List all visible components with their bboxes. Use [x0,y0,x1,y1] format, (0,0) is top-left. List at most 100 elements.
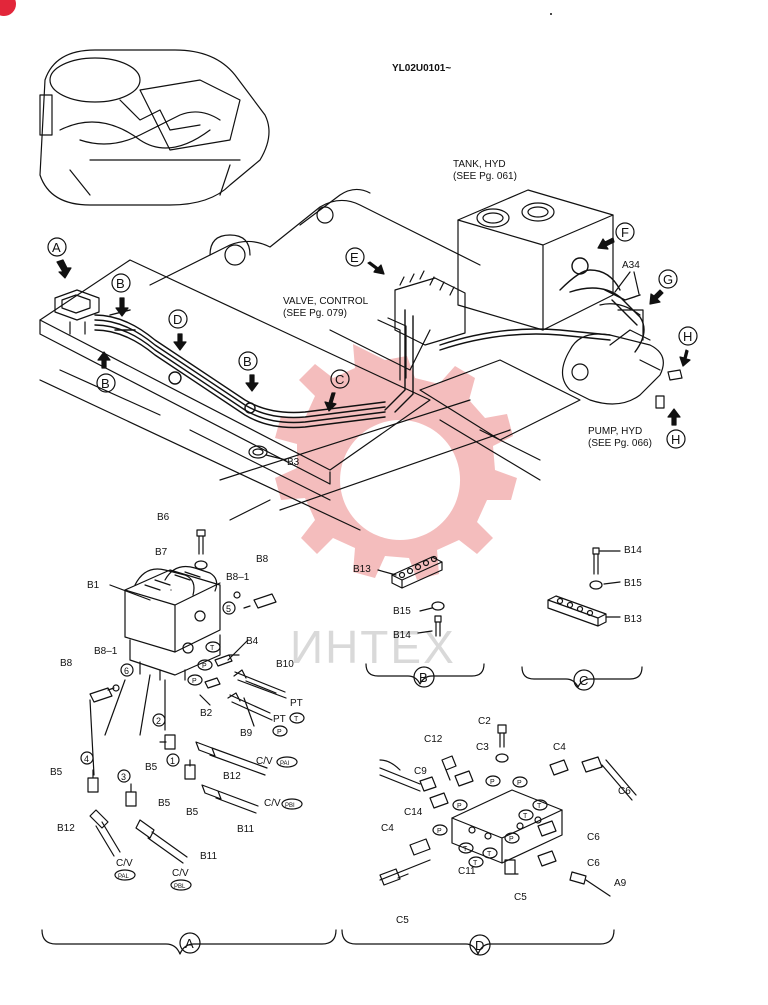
label-b14-b: B14 [393,630,411,641]
machine-frame [39,188,581,531]
label-b8-1-left: B8–1 [94,646,118,657]
label-c5-left: C5 [396,915,409,926]
callout-d-arrow-icon [173,333,187,351]
callout-b1-letter: B [116,276,125,291]
watermark-gear-icon [275,344,517,580]
callout-h-1: H [678,326,698,367]
callout-a-letter: A [52,240,61,255]
callout-b2-letter: B [101,376,110,391]
port-t-d5: T [523,813,528,820]
num-1: 1 [170,756,175,766]
label-b15-c: B15 [624,578,642,589]
port-t-a1: T [210,645,215,652]
label-c12: C12 [424,734,443,745]
port-t-d3: T [487,851,492,858]
label-b12-right: B12 [223,771,241,782]
callout-a: A [47,237,72,279]
label-c6-top: C6 [618,786,631,797]
bracket-a [41,929,337,955]
label-pump-line2: (SEE Pg. 066) [588,438,652,449]
port-p-a3: P [277,729,282,736]
hose-clamp-b3 [248,445,268,459]
corner-badge [0,0,16,16]
num-4: 4 [84,754,89,764]
port-p-a2: P [192,678,197,685]
callout-e: E [345,247,385,275]
callout-b1-arrow-icon [115,297,129,317]
callout-c-letter: C [335,372,344,387]
callout-h1-arrow-icon [679,349,691,367]
callout-c: C [324,369,350,412]
label-b11-left: B11 [200,851,217,862]
port-p-a1: P [202,663,207,670]
watermark-text: ИНТЕХ [290,621,456,673]
label-a9: A9 [614,878,627,889]
label-b5-4: B5 [186,807,199,818]
label-valve-line2: (SEE Pg. 079) [283,308,347,319]
label-pt-2: PT [273,714,286,725]
callout-b3-letter: B [243,354,252,369]
port-t-d4: T [473,860,478,867]
callout-h-2: H [666,408,686,449]
label-a34: A34 [622,260,640,271]
label-b9: B9 [240,728,253,739]
detail-b-badge [413,666,435,688]
diagram-code: YL02U0101~ [392,63,451,74]
port-p-d4: P [437,828,442,835]
callout-h2-letter: H [671,432,680,447]
label-b5-2: B5 [145,762,158,773]
label-b12-left: B12 [57,823,75,834]
label-cv-pai: C/V [256,756,273,767]
label-tank-line1: TANK, HYD [453,159,506,170]
num-5: 5 [226,604,231,614]
label-b2: B2 [200,708,213,719]
pilot-valve-assembly [54,289,100,335]
label-b4: B4 [246,636,259,647]
label-pump-line1: PUMP, HYD [588,426,642,437]
detail-a-label: A [185,936,194,951]
speck [550,13,552,15]
label-b8-left: B8 [60,658,73,669]
label-b5-1: B5 [50,767,63,778]
callout-d: D [168,309,188,351]
label-b8-1-right: B8–1 [226,572,250,583]
control-valve [377,270,466,381]
label-c6-mid: C6 [587,832,600,843]
label-c14: C14 [404,807,423,818]
label-b6: B6 [157,512,170,523]
callout-g-letter: G [663,272,673,287]
bracket-c [521,666,643,688]
hydraulic-hoses [94,257,645,429]
label-c6-low: C6 [587,858,600,869]
label-b3: B3 [287,457,300,468]
label-cv-pbl: C/V [172,868,189,879]
detail-d-label: D [475,938,484,953]
b3-leader [265,454,287,461]
port-pbl: PBL [174,884,186,890]
port-p-d1: P [490,779,495,786]
callout-f: F [597,222,635,250]
callout-e-letter: E [350,250,359,265]
label-b11-right: B11 [237,824,254,835]
label-c2: C2 [478,716,491,727]
callout-g-arrow-icon [649,289,664,305]
callout-d-letter: D [173,312,182,327]
detail-d-port-badges: P P P P P T T T T T [432,775,548,868]
h-parts [655,369,683,409]
detail-c-drawing [547,547,621,627]
label-b1: B1 [87,580,100,591]
label-c3: C3 [476,742,489,753]
label-c9: C9 [414,766,427,777]
label-tank-line2: (SEE Pg. 061) [453,171,517,182]
callout-a-arrow-icon [56,259,72,279]
callout-b-1: B [111,273,131,317]
label-c11: C11 [458,866,476,877]
callout-b-3: B [238,351,259,392]
callout-e-arrow-icon [367,261,385,275]
port-t-d1: T [537,803,542,810]
port-pbi: PBI [285,803,295,809]
port-p-d3: P [457,803,462,810]
callout-h1-letter: H [683,329,692,344]
hydraulic-tank [457,189,614,331]
